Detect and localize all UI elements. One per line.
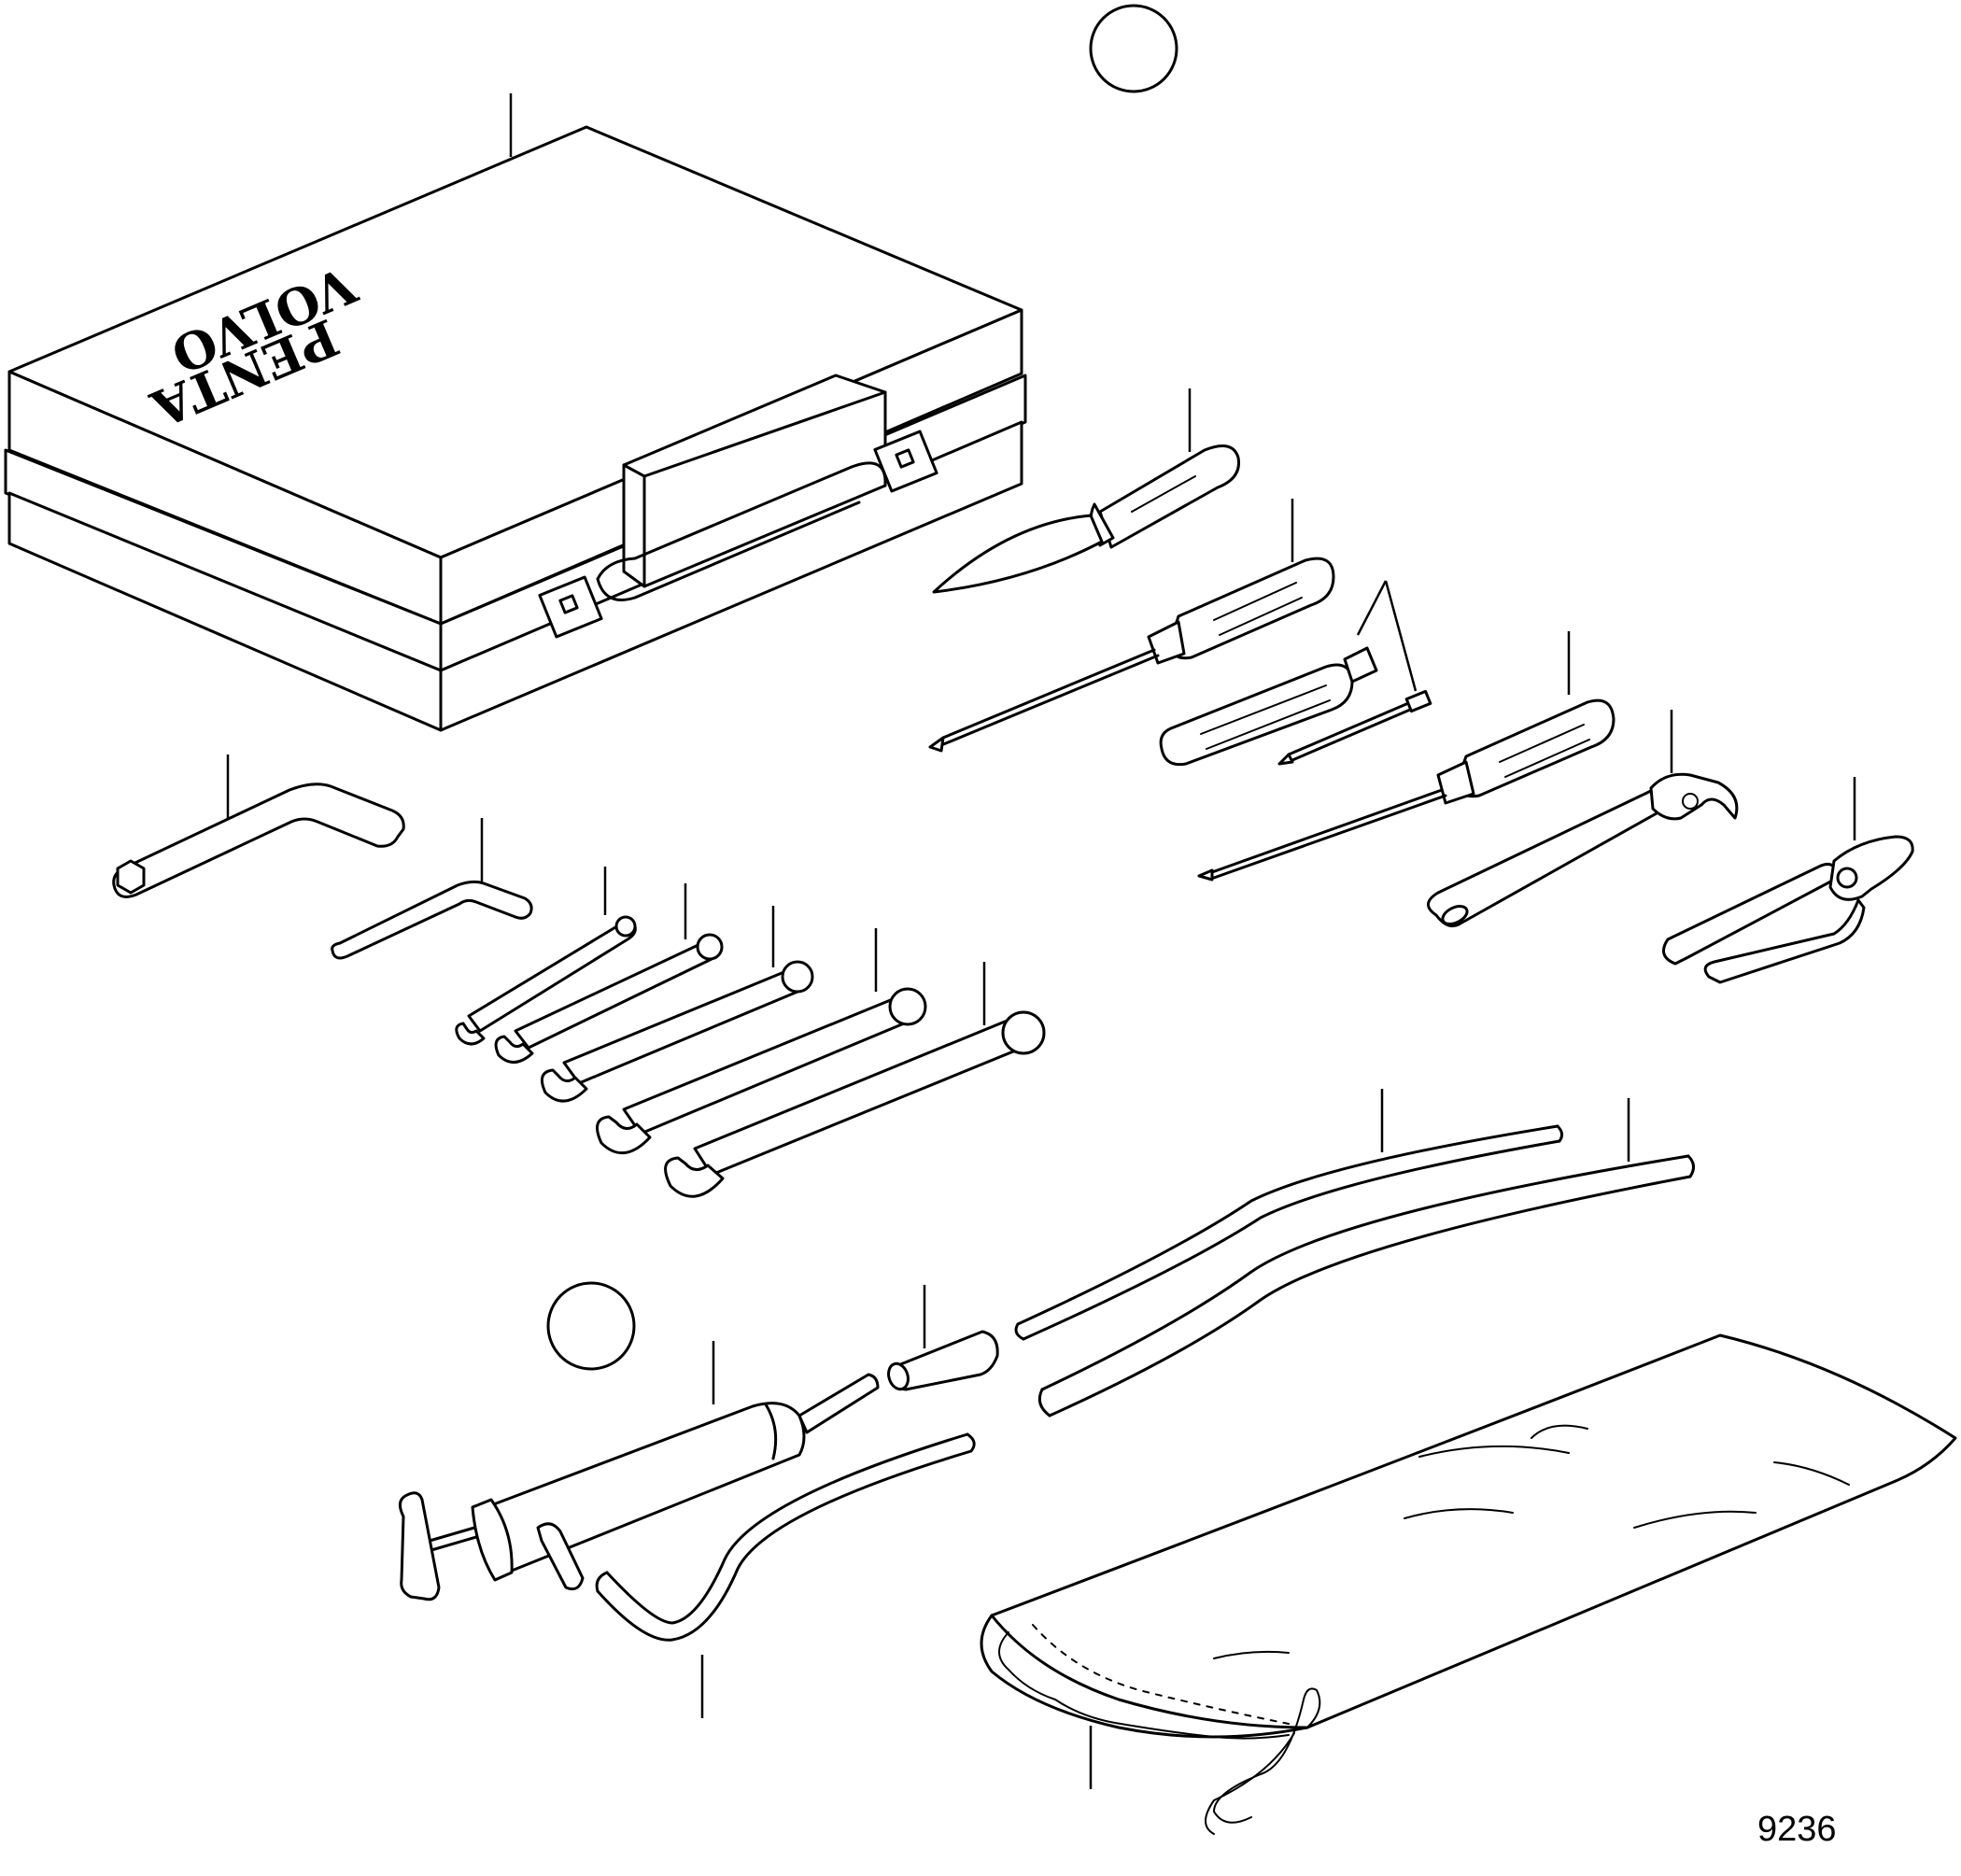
figure-number: 9236 <box>1757 1810 1837 1849</box>
combination-wrench-3 <box>540 906 814 1103</box>
allen-key-small <box>331 818 533 960</box>
hose-connector <box>887 1285 999 1391</box>
hose-long-2 <box>1037 1098 1695 1418</box>
leader-line-screwdriver-2b <box>1384 580 1418 692</box>
tool-case: VOLVO PENTA <box>4 93 1027 732</box>
screwdriver-short <box>1197 631 1615 882</box>
hose-long-1 <box>1014 1089 1564 1341</box>
storage-bag <box>980 1333 1957 1835</box>
combination-wrench-1 <box>455 867 637 1046</box>
allen-key-large <box>112 755 405 898</box>
leader-line-screwdriver-2a <box>1356 580 1388 636</box>
combination-wrench-2 <box>494 883 724 1064</box>
screwdriver-long <box>928 499 1335 753</box>
callout-circle-top <box>1089 4 1178 93</box>
pliers <box>1662 777 1914 984</box>
callout-circle-bottom <box>546 1281 636 1371</box>
combination-wrench-5 <box>664 962 1046 1198</box>
screwdriver-with-bits <box>1159 580 1432 767</box>
oil-pump <box>399 1341 976 1642</box>
combination-wrench-4 <box>596 928 927 1155</box>
adjustable-wrench <box>1427 710 1739 928</box>
knife <box>932 388 1241 594</box>
